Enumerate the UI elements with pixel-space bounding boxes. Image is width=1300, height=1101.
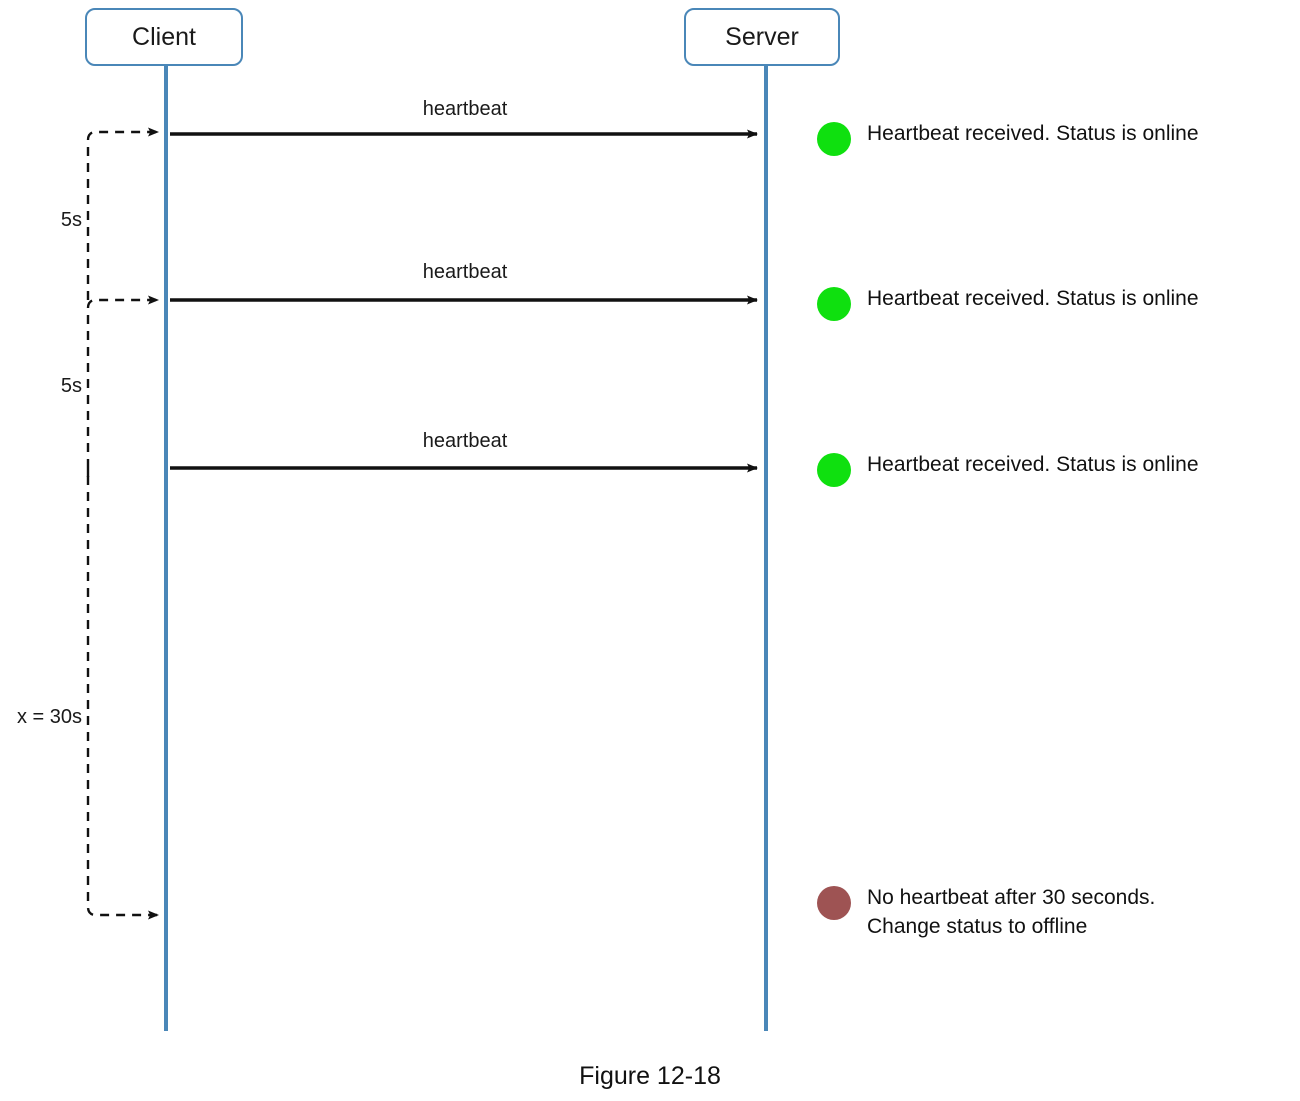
- note-offline: No heartbeat after 30 seconds. Change st…: [817, 884, 1277, 942]
- message-label-heartbeat-2: heartbeat: [422, 261, 508, 283]
- message-label-heartbeat-3: heartbeat: [422, 430, 508, 452]
- figure-caption: Figure 12-18: [579, 1062, 721, 1090]
- status-dot-online-icon: [817, 122, 851, 156]
- message-label-heartbeat-1: heartbeat: [422, 98, 508, 120]
- status-dot-offline-icon: [817, 886, 851, 920]
- participant-box-client[interactable]: Client: [85, 8, 243, 66]
- timer-loop-30s: [86, 476, 159, 920]
- note-online-1: Heartbeat received. Status is online: [817, 120, 1277, 156]
- participant-label-client: Client: [132, 22, 196, 51]
- status-dot-online-icon: [817, 453, 851, 487]
- note-text-online-2: Heartbeat received. Status is online: [867, 287, 1199, 310]
- note-online-2: Heartbeat received. Status is online: [817, 285, 1277, 321]
- status-dot-online-icon: [817, 287, 851, 321]
- timer-label-30s: x = 30s: [16, 706, 82, 728]
- timer-loop-5s-1: [86, 127, 159, 300]
- timer-loop-5s-2: [86, 295, 159, 468]
- note-text-online-3: Heartbeat received. Status is online: [867, 453, 1199, 476]
- participant-label-server: Server: [725, 22, 799, 51]
- note-text-online-1: Heartbeat received. Status is online: [867, 122, 1199, 145]
- participant-box-server[interactable]: Server: [684, 8, 840, 66]
- note-online-3: Heartbeat received. Status is online: [817, 451, 1277, 487]
- timer-label-5s-1: 5s: [60, 209, 82, 231]
- note-text-offline: No heartbeat after 30 seconds. Change st…: [867, 886, 1156, 938]
- timer-label-5s-2: 5s: [60, 375, 82, 397]
